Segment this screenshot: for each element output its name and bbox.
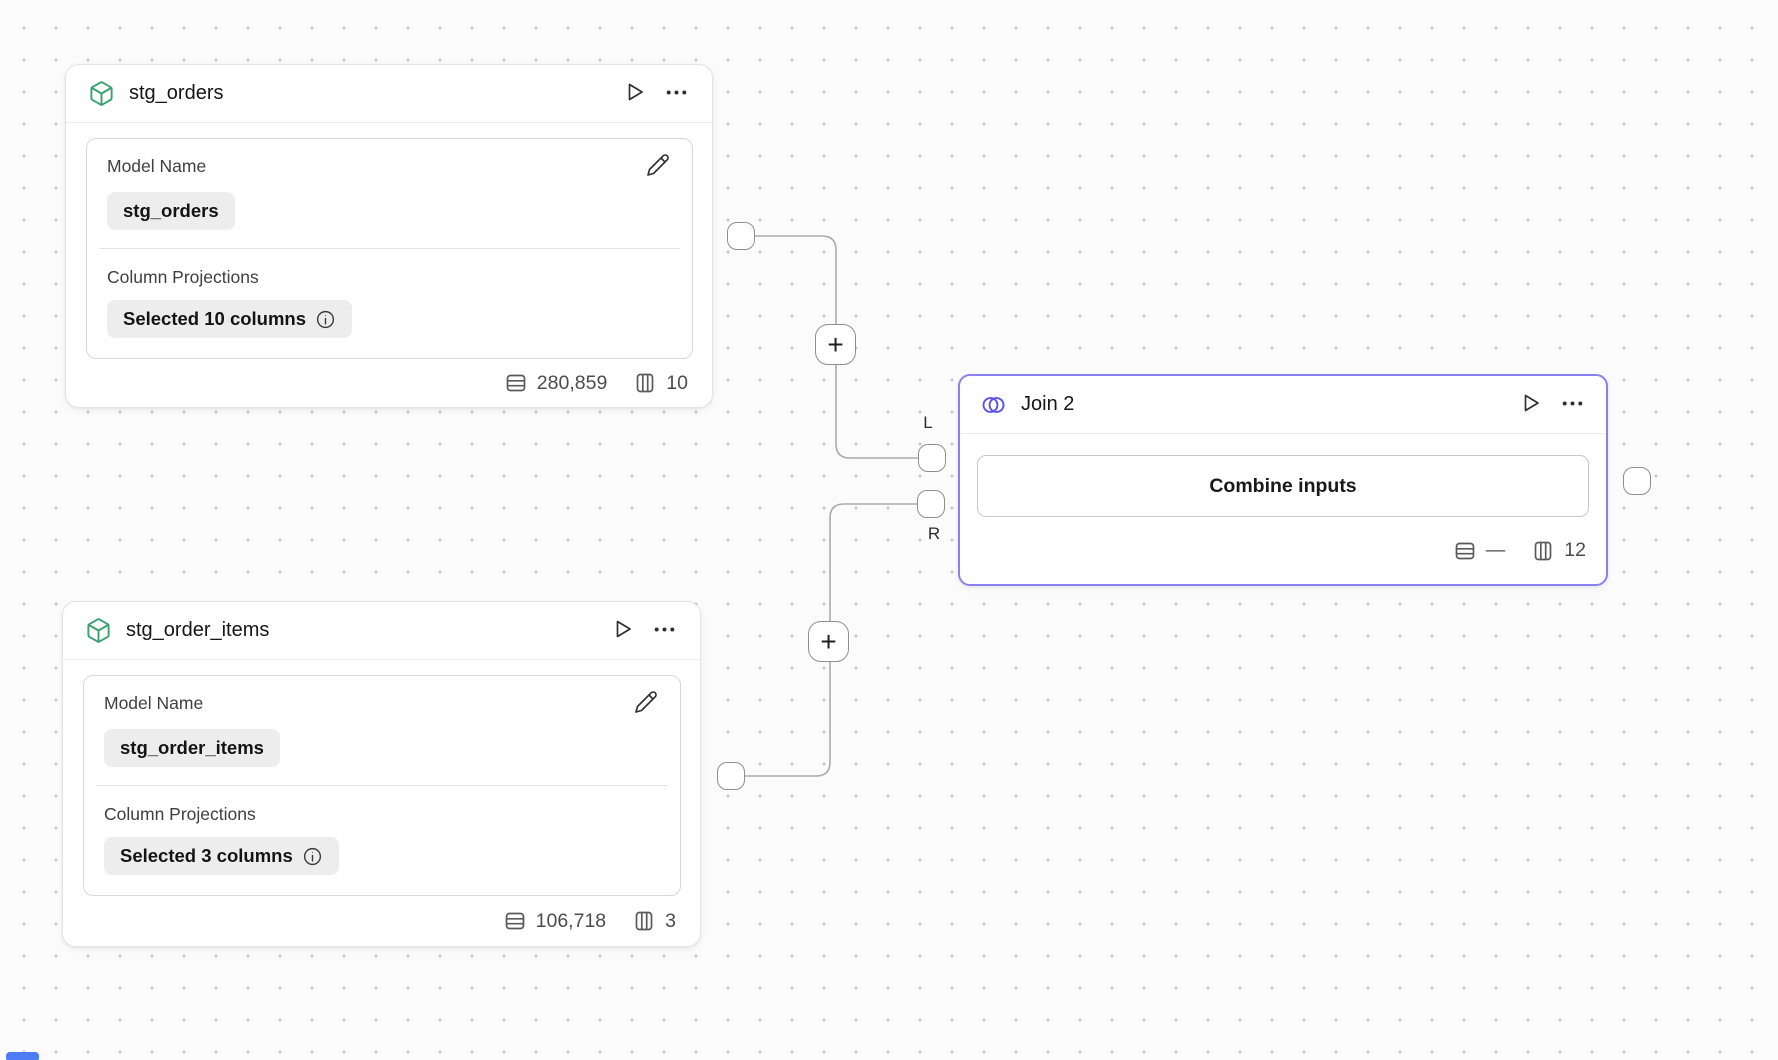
columns-icon	[633, 371, 657, 395]
partial-node-fragment[interactable]	[6, 1052, 39, 1060]
node-config-card: Model Name stg_orders Column Projections…	[86, 138, 693, 359]
model-cube-icon	[85, 617, 112, 644]
row-count-stat: 280,859	[504, 371, 608, 395]
model-name-value: stg_order_items	[120, 737, 264, 758]
node-menu-button[interactable]	[660, 78, 692, 110]
row-count-stat: —	[1453, 539, 1506, 563]
combine-inputs-button[interactable]: Combine inputs	[977, 455, 1589, 517]
columns-icon	[632, 909, 656, 933]
row-count-value: 106,718	[535, 909, 607, 932]
ellipsis-icon	[664, 80, 689, 108]
right-port-label: R	[927, 524, 941, 543]
node-title: stg_order_items	[126, 619, 270, 641]
node-config-card: Model Name stg_order_items Column Projec…	[83, 675, 681, 896]
play-icon	[1518, 391, 1542, 418]
run-node-button[interactable]	[606, 615, 638, 647]
column-count-stat: 10	[633, 371, 688, 395]
join2-right-input-port[interactable]	[917, 490, 945, 518]
column-projections-value: Selected 10 columns	[123, 308, 307, 329]
add-step-on-edge-button-bottom[interactable]: +	[808, 621, 849, 662]
model-cube-icon	[88, 80, 115, 107]
node-title: Join 2	[1021, 393, 1075, 415]
column-projections-chip[interactable]: Selected 10 columns	[107, 300, 353, 338]
join-body: Combine inputs	[960, 434, 1606, 517]
stg-order-items-output-port[interactable]	[717, 762, 745, 790]
column-count-value: 3	[665, 909, 676, 932]
join2-output-port[interactable]	[1623, 467, 1651, 495]
column-count-stat: 12	[1531, 539, 1586, 563]
model-name-label: Model Name	[107, 156, 207, 176]
node-stats-footer: — 12	[960, 517, 1606, 584]
node-stg-orders-header: stg_orders	[66, 65, 712, 123]
stg-orders-output-port[interactable]	[727, 222, 755, 250]
add-step-on-edge-button-top[interactable]: +	[815, 324, 856, 365]
node-stats-footer: 280,859 10	[66, 359, 712, 407]
node-menu-button[interactable]	[648, 615, 680, 647]
node-stg-orders[interactable]: stg_orders Model Name s	[65, 64, 713, 408]
join-venn-icon	[980, 391, 1007, 418]
column-count-value: 10	[666, 371, 688, 394]
model-name-chip[interactable]: stg_orders	[107, 192, 235, 230]
column-projections-chip[interactable]: Selected 3 columns	[104, 837, 339, 875]
left-port-label: L	[923, 413, 933, 432]
edit-model-name-button[interactable]	[644, 152, 672, 180]
join2-left-input-port[interactable]	[918, 444, 946, 472]
rows-icon	[503, 909, 527, 933]
column-count-stat: 3	[632, 909, 676, 933]
node-menu-button[interactable]	[1556, 389, 1588, 421]
node-title: stg_orders	[129, 82, 224, 104]
model-name-value: stg_orders	[123, 200, 219, 221]
node-stats-footer: 106,718 3	[63, 896, 700, 946]
rows-icon	[1453, 539, 1477, 563]
rows-icon	[504, 371, 528, 395]
row-count-value: 280,859	[536, 371, 608, 394]
node-stg-order-items-header: stg_order_items	[63, 602, 700, 660]
row-count-stat: 106,718	[503, 909, 607, 933]
ellipsis-icon	[652, 617, 677, 645]
pencil-icon	[634, 690, 658, 717]
column-projections-label: Column Projections	[104, 804, 256, 824]
node-join2[interactable]: Join 2 Combine inputs —	[958, 374, 1608, 586]
columns-icon	[1531, 539, 1555, 563]
node-join2-header: Join 2	[960, 376, 1606, 434]
model-name-label: Model Name	[104, 693, 204, 713]
row-count-value: —	[1485, 539, 1506, 561]
card-divider	[99, 248, 680, 249]
column-projections-label: Column Projections	[107, 267, 259, 287]
pencil-icon	[646, 153, 670, 180]
info-icon	[315, 309, 336, 330]
card-divider	[96, 785, 668, 786]
node-stg-order-items[interactable]: stg_order_items Model Name	[62, 601, 701, 947]
column-count-value: 12	[1564, 539, 1586, 561]
play-icon	[610, 617, 634, 644]
edit-model-name-button[interactable]	[632, 689, 660, 717]
model-name-chip[interactable]: stg_order_items	[104, 729, 280, 767]
column-projections-value: Selected 3 columns	[120, 845, 293, 866]
info-icon	[302, 846, 323, 867]
run-node-button[interactable]	[618, 78, 650, 110]
ellipsis-icon	[1560, 391, 1585, 419]
run-node-button[interactable]	[1514, 389, 1546, 421]
play-icon	[622, 80, 646, 107]
